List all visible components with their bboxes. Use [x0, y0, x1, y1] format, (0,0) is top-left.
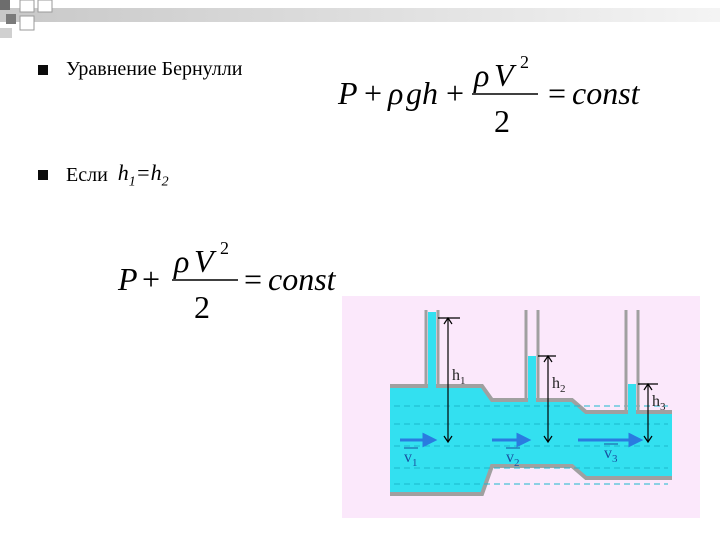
svg-text:ρ: ρ: [473, 57, 489, 93]
h3-label: h3: [652, 393, 666, 413]
h2-label: h2: [552, 375, 566, 395]
pipe-flow-svg: h1 h2 h3 v1 v2 v3: [390, 310, 672, 496]
svg-text:2: 2: [194, 289, 210, 325]
pipe-bottom-wall: [390, 464, 672, 496]
svg-text:+: +: [446, 75, 464, 111]
svg-text:const: const: [268, 261, 337, 297]
svg-text:=: =: [548, 75, 566, 111]
svg-text:P: P: [117, 261, 138, 297]
condition-formula: h1=h2: [117, 160, 169, 190]
header-decoration: [0, 0, 720, 40]
svg-text:+: +: [142, 261, 160, 297]
svg-text:P: P: [337, 75, 358, 111]
svg-text:V: V: [194, 243, 217, 279]
svg-text:=: =: [244, 261, 262, 297]
pipe-flow-diagram: h1 h2 h3 v1 v2 v3: [342, 296, 700, 518]
bullet-condition: Если h1=h2: [38, 160, 169, 190]
tube-3-water: [628, 384, 636, 414]
svg-text:const: const: [572, 75, 641, 111]
svg-text:+: +: [364, 75, 382, 111]
svg-text:2: 2: [494, 103, 510, 138]
bernoulli-full-formula: P + ρ gh + ρ V 2 2 = const: [337, 52, 641, 138]
svg-text:2: 2: [220, 238, 229, 258]
svg-text:ρ: ρ: [173, 243, 189, 279]
bullet-marker: [38, 170, 48, 181]
v1-label: v1: [404, 449, 418, 469]
bullet-text: Если: [66, 163, 108, 186]
tube-1-water: [428, 312, 436, 388]
svg-text:ρ: ρ: [387, 75, 403, 111]
svg-text:V: V: [494, 57, 517, 93]
v3-label: v3: [604, 445, 618, 465]
bullet-text: Уравнение Бернулли: [66, 58, 243, 80]
h1-label: h1: [452, 367, 466, 387]
bullet-marker: [38, 64, 48, 75]
bullet-bernoulli: Уравнение Бернулли: [38, 58, 242, 81]
v2-label: v2: [506, 449, 520, 469]
tube-2-water: [528, 356, 536, 402]
svg-text:2: 2: [520, 52, 529, 72]
svg-text:gh: gh: [406, 75, 438, 111]
bernoulli-reduced-formula: P + ρ V 2 2 = const: [117, 238, 337, 325]
flow-lines: [394, 405, 668, 485]
